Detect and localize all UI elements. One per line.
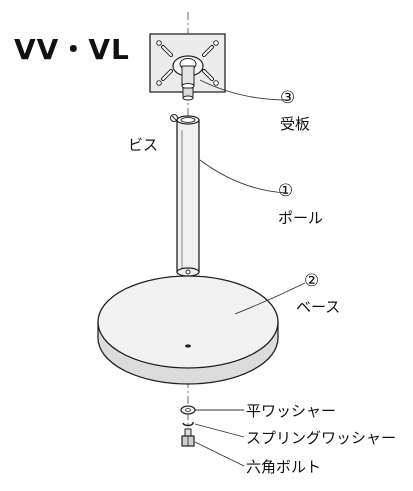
callout-number-plate: ③ — [280, 88, 296, 108]
page-title: VV・VL — [14, 33, 130, 66]
receiving-plate — [149, 33, 226, 101]
spring-washer-label: スプリングワッシャー — [246, 429, 397, 447]
callout-number-base: ② — [304, 271, 320, 291]
callout-label-base: ベース — [296, 298, 341, 316]
hex-bolt-label: 六角ボルト — [246, 458, 322, 476]
leader-lines — [194, 79, 306, 467]
flat-washer — [180, 405, 196, 415]
callout-label-pole: ポール — [278, 209, 324, 227]
callout-label-plate: 受板 — [280, 115, 311, 133]
callout-number-pole: ① — [278, 181, 294, 201]
screw-label: ビス — [128, 136, 159, 154]
pole — [176, 115, 200, 277]
spring-washer — [182, 421, 194, 427]
base-plate — [97, 275, 279, 385]
flat-washer-label: 平ワッシャー — [246, 402, 337, 420]
hex-bolt — [181, 428, 195, 447]
